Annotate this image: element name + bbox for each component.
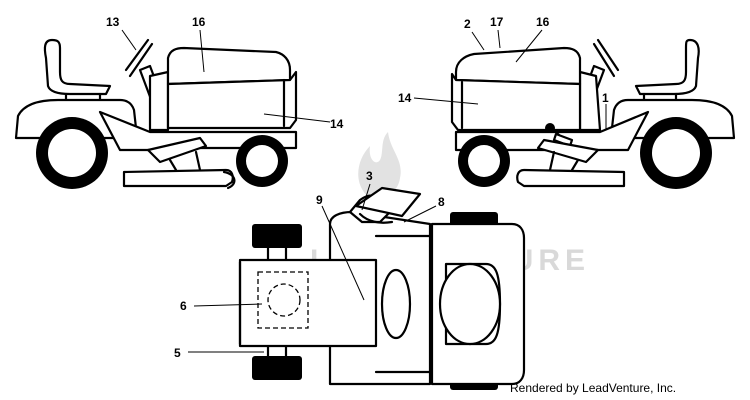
front-tire-top: [450, 212, 498, 226]
seat: [43, 38, 112, 96]
deck-chute: [222, 170, 236, 190]
flame-icon: [358, 132, 401, 200]
callout-3: 3: [366, 169, 373, 183]
deck-hanger: [548, 150, 580, 172]
callout-5: 5: [174, 346, 181, 360]
dash: [578, 70, 602, 132]
dash-panel-top: [358, 212, 394, 224]
callout-14-right: 14: [398, 91, 412, 105]
hood: [166, 46, 292, 86]
rear-wheel: [640, 117, 712, 189]
frame: [454, 110, 650, 152]
dash: [148, 70, 170, 132]
grille: [450, 72, 582, 132]
seat-outline: [257, 271, 309, 329]
hood: [454, 46, 582, 86]
mower-deck: [516, 168, 626, 188]
tractor-left-side-view: [14, 38, 298, 190]
callout-leaders: [121, 29, 607, 353]
rear-tire-top: [252, 224, 302, 248]
mower-deck: [122, 168, 234, 188]
callout-8: 8: [438, 195, 445, 209]
seat-cushion: [267, 283, 301, 317]
callout-9: 9: [316, 193, 323, 207]
callout-6: 6: [180, 299, 187, 313]
callout-2: 2: [464, 17, 471, 31]
steering-wheel-top: [354, 186, 422, 218]
callout-16-left: 16: [192, 15, 206, 29]
fuel-cap: [380, 268, 412, 340]
seat: [634, 38, 700, 96]
callout-17: 17: [490, 15, 504, 29]
callout-labels: 13 16 14 2 17 16 14 1 3 8 9 6 5: [106, 15, 609, 360]
tractor-right-side-view: [450, 38, 736, 189]
front-wheel: [236, 135, 288, 187]
axle: [266, 246, 288, 358]
hood-emblem: [438, 262, 502, 346]
callout-16-right: 16: [536, 15, 550, 29]
deck-hanger: [168, 150, 202, 172]
foot-platform: [536, 138, 600, 164]
rear-tire-bottom: [252, 356, 302, 380]
tractor-top-view: [238, 186, 526, 390]
credit-text: Rendered by LeadVenture, Inc.: [510, 381, 677, 395]
callout-13: 13: [106, 15, 120, 29]
steering-wheel: [592, 38, 620, 78]
callout-1: 1: [602, 91, 609, 105]
side-panel: [374, 234, 432, 374]
steering-wheel: [124, 38, 154, 78]
rear-wheel: [36, 117, 108, 189]
front-wheel: [458, 135, 510, 187]
callout-14-left: 14: [330, 117, 344, 131]
foot-platform: [146, 136, 208, 164]
